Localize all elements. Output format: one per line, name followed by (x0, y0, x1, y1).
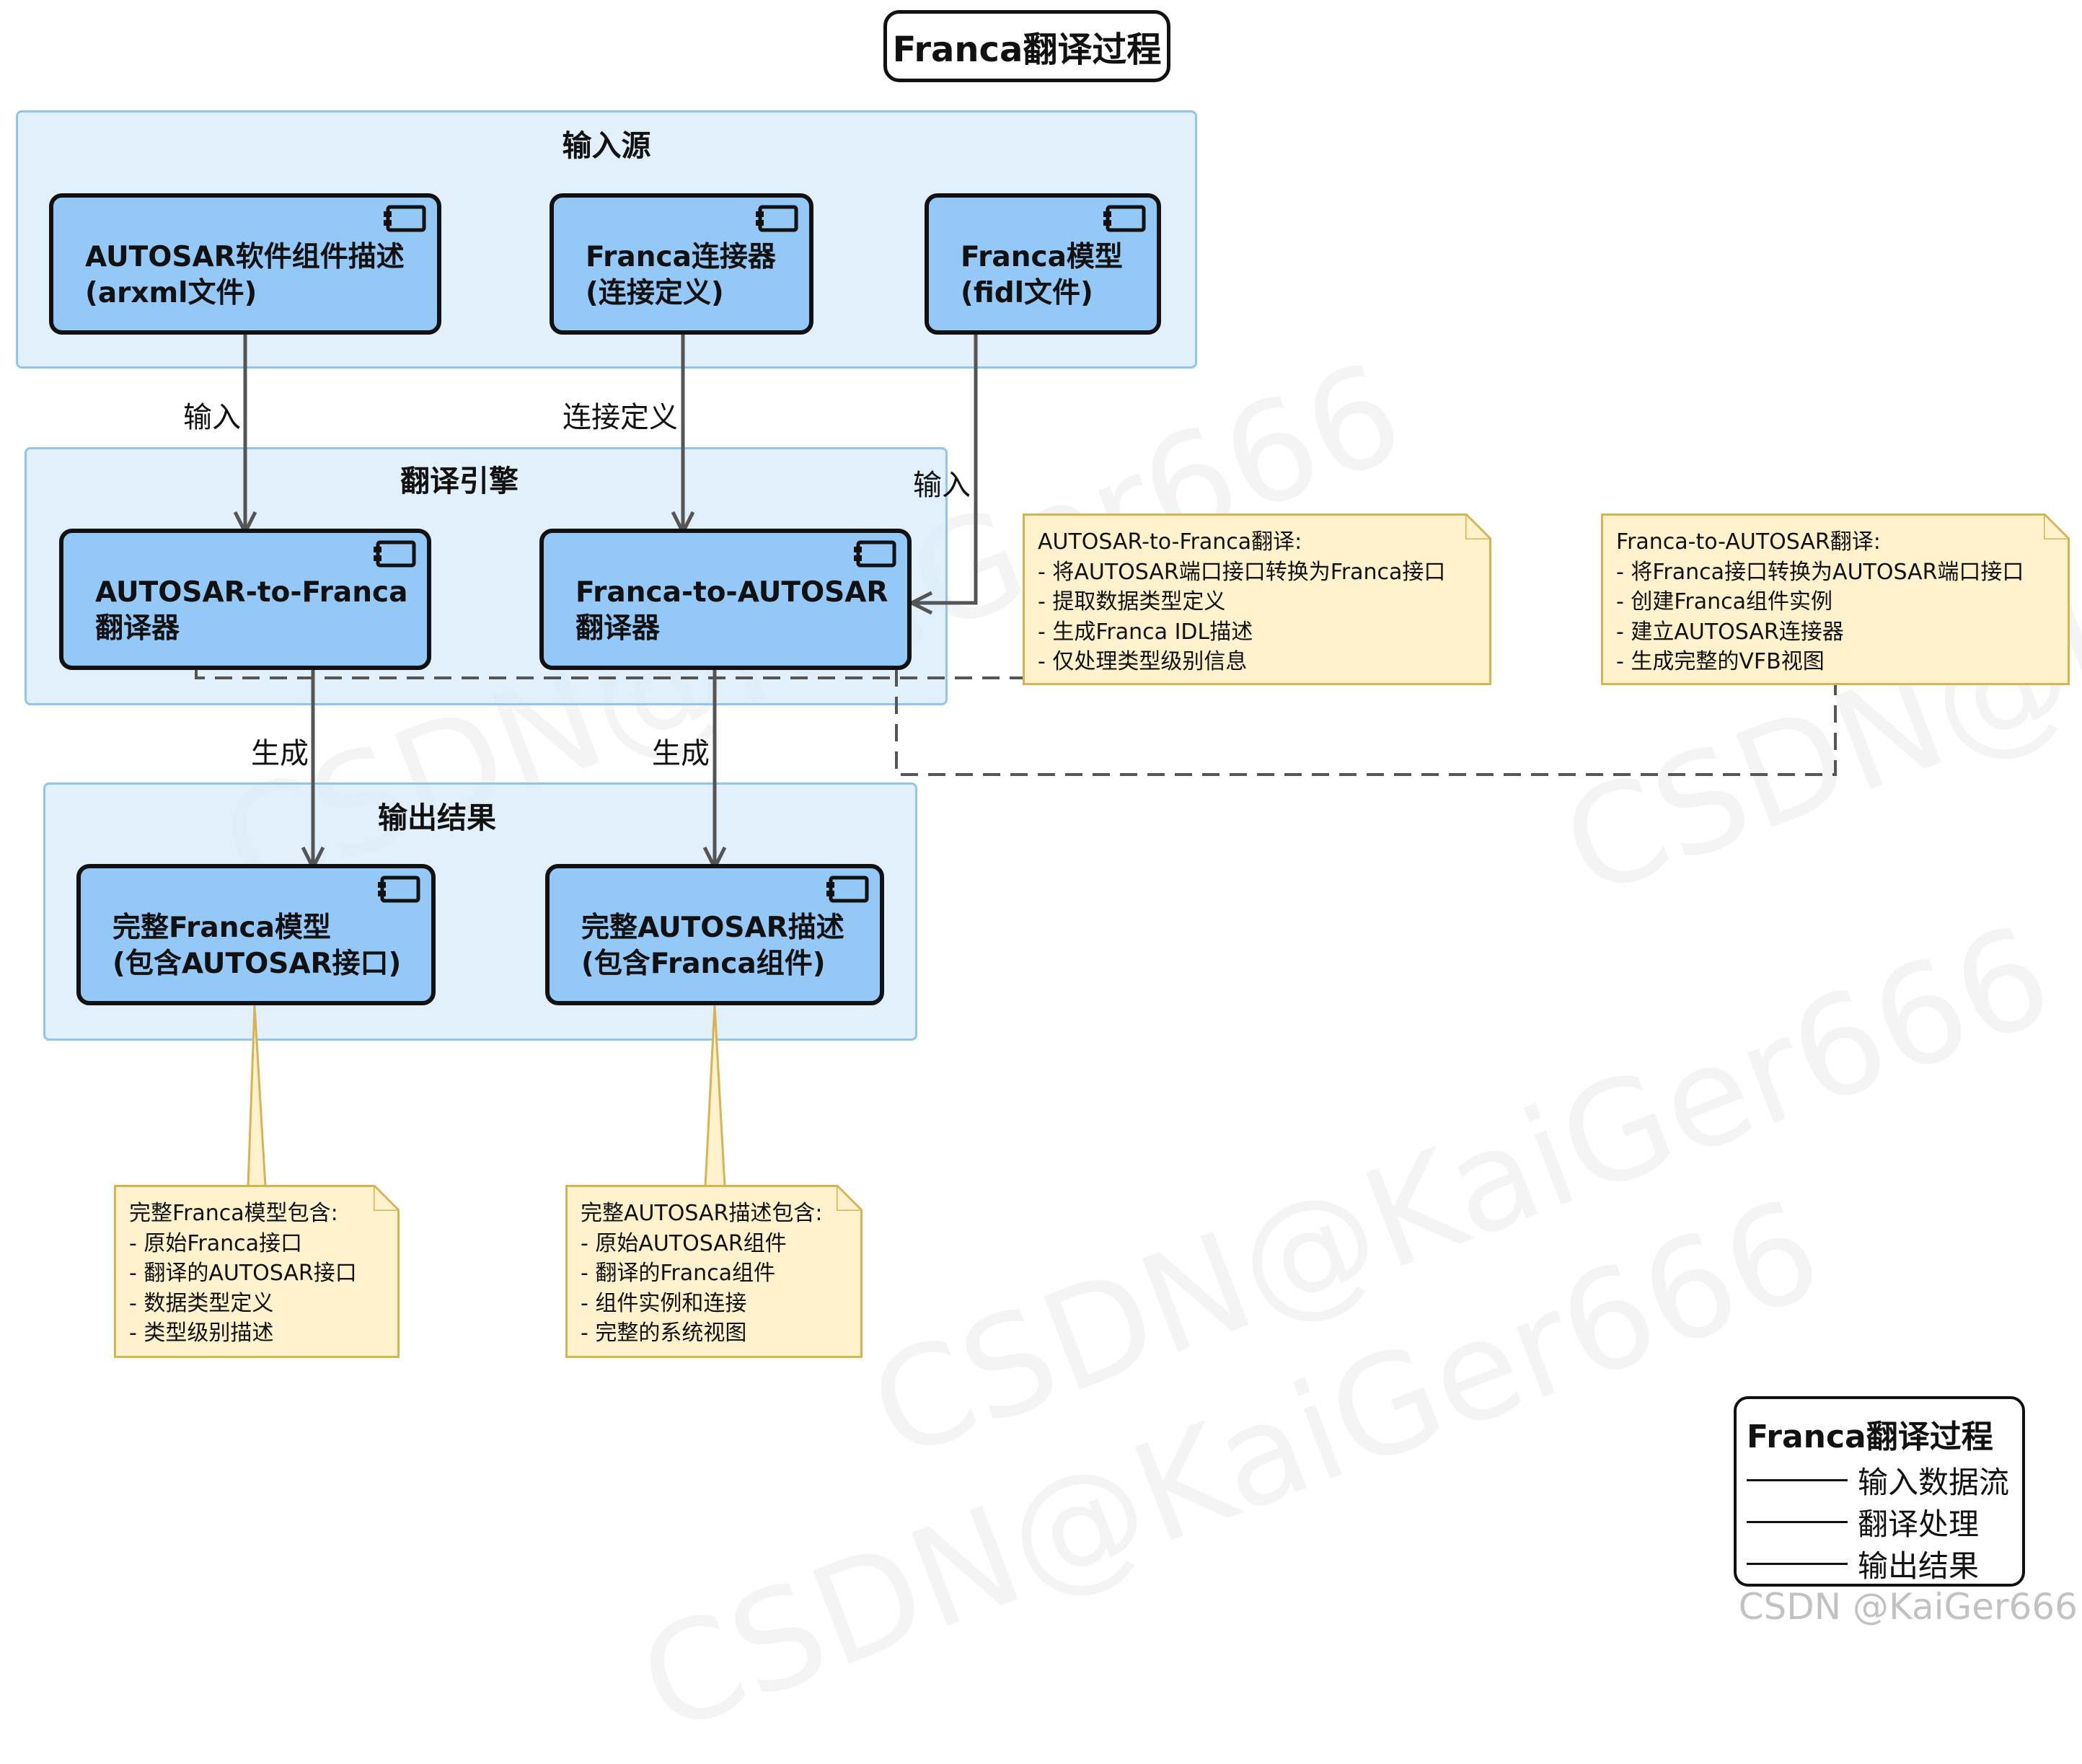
package-input-title: 输入源 (562, 128, 651, 163)
note-fold-icon (2044, 513, 2070, 539)
edge-label-fidl-to-f2a: 输入 (913, 469, 971, 502)
note-line: - 生成Franca IDL描述 (1038, 619, 1253, 645)
component-f2a-line1: Franca-to-AUTOSAR (575, 576, 888, 609)
note-line: - 创建Franca组件实例 (1616, 589, 1833, 614)
footer-watermark: CSDN @KaiGer666 (1738, 1586, 2078, 1628)
component-a2f-line2: 翻译器 (95, 612, 180, 645)
edge-label-a2f-to-out: 生成 (251, 737, 309, 770)
component-arxml-line1: AUTOSAR软件组件描述 (85, 241, 405, 273)
note-fold-icon (837, 1185, 863, 1211)
legend-item-label: 输出结果 (1858, 1548, 1980, 1584)
component-full-franca-line1: 完整Franca模型 (113, 912, 331, 944)
note-line: - 提取数据类型定义 (1038, 589, 1226, 614)
note-link-a2f (195, 669, 1023, 679)
note-tail-full-franca (247, 1005, 267, 1188)
note-f2a: Franca-to-AUTOSAR翻译: - 将Franca接口转换为AUTOS… (1601, 513, 2070, 685)
component-f2a-translator[interactable]: Franca-to-AUTOSAR 翻译器 (539, 529, 912, 670)
package-engine-title: 翻译引擎 (400, 464, 519, 498)
component-f2a-line2: 翻译器 (575, 612, 661, 645)
component-connector-line2: (连接定义) (586, 277, 724, 309)
note-line: Franca-to-AUTOSAR翻译: (1616, 529, 1881, 555)
note-a2f: AUTOSAR-to-Franca翻译: - 将AUTOSAR端口接口转换为Fr… (1023, 513, 1491, 685)
connector-layer (195, 333, 1837, 1188)
component-arxml-label: AUTOSAR软件组件描述 (arxml文件) (85, 239, 405, 312)
component-full-autosar-line1: 完整AUTOSAR描述 (581, 912, 844, 944)
diagram-title-text: Franca翻译过程 (892, 30, 1162, 70)
legend-item-label: 翻译处理 (1858, 1507, 1980, 1542)
legend-line (1747, 1521, 1848, 1523)
note-line: - 原始AUTOSAR组件 (581, 1230, 787, 1256)
note-line: - 数据类型定义 (129, 1290, 274, 1316)
note-line: - 建立AUTOSAR连接器 (1616, 619, 1844, 645)
component-full-franca-line2: (包含AUTOSAR接口) (113, 948, 402, 980)
component-fidl-line1: Franca模型 (961, 241, 1123, 273)
component-icon (1103, 205, 1146, 232)
component-connector-label: Franca连接器 (连接定义) (586, 239, 776, 312)
component-arxml-line2: (arxml文件) (85, 277, 257, 309)
note-line: AUTOSAR-to-Franca翻译: (1038, 529, 1302, 555)
component-full-franca-label: 完整Franca模型 (包含AUTOSAR接口) (113, 910, 401, 982)
note-a2f-text: AUTOSAR-to-Franca翻译: - 将AUTOSAR端口接口转换为Fr… (1038, 527, 1445, 677)
note-line: 完整AUTOSAR描述包含: (581, 1201, 823, 1226)
component-icon (826, 876, 869, 903)
note-full-autosar-text: 完整AUTOSAR描述包含: - 原始AUTOSAR组件 - 翻译的Franca… (581, 1199, 823, 1349)
legend-item: 翻译处理 (1747, 1500, 1979, 1544)
note-line: - 将Franca接口转换为AUTOSAR端口接口 (1616, 559, 2024, 585)
legend-item-label: 输入数据流 (1858, 1465, 2010, 1500)
component-a2f-translator[interactable]: AUTOSAR-to-Franca 翻译器 (59, 529, 431, 670)
note-line: 完整Franca模型包含: (129, 1201, 338, 1226)
component-fidl-label: Franca模型 (fidl文件) (961, 239, 1123, 312)
component-f2a-label: Franca-to-AUTOSAR 翻译器 (575, 575, 888, 647)
component-arxml[interactable]: AUTOSAR软件组件描述 (arxml文件) (49, 193, 441, 335)
component-full-autosar-label: 完整AUTOSAR描述 (包含Franca组件) (581, 910, 844, 982)
edge-label-f2a-to-out: 生成 (652, 737, 710, 770)
legend-line (1747, 1479, 1848, 1481)
edge-fidl-to-f2a (912, 333, 978, 603)
component-icon (374, 540, 416, 568)
component-connector-line1: Franca连接器 (586, 241, 776, 273)
component-fidl-line2: (fidl文件) (961, 277, 1093, 309)
component-icon (378, 876, 420, 903)
note-line: - 仅处理类型级别信息 (1038, 649, 1248, 674)
edge-label-arxml-to-a2f: 输入 (183, 401, 241, 434)
note-fold-icon (374, 1185, 400, 1211)
component-full-autosar[interactable]: 完整AUTOSAR描述 (包含Franca组件) (545, 864, 884, 1005)
edge-label-connector-to-f2a: 连接定义 (563, 401, 678, 434)
legend-title: Franca翻译过程 (1747, 1419, 1993, 1455)
note-line: - 生成完整的VFB视图 (1616, 649, 1825, 674)
note-full-franca: 完整Franca模型包含: - 原始Franca接口 - 翻译的AUTOSAR接… (114, 1185, 400, 1358)
note-f2a-text: Franca-to-AUTOSAR翻译: - 将Franca接口转换为AUTOS… (1616, 527, 2024, 677)
component-icon (756, 205, 798, 232)
note-line: - 将AUTOSAR端口接口转换为Franca接口 (1038, 559, 1446, 585)
package-output-title: 输出结果 (378, 801, 496, 835)
component-icon (854, 540, 896, 568)
component-connector[interactable]: Franca连接器 (连接定义) (550, 193, 813, 335)
note-line: - 原始Franca接口 (129, 1230, 303, 1256)
component-full-autosar-line2: (包含Franca组件) (581, 948, 826, 980)
legend-item: 输入数据流 (1747, 1458, 2009, 1502)
component-full-franca[interactable]: 完整Franca模型 (包含AUTOSAR接口) (76, 864, 436, 1005)
note-line: - 翻译的Franca组件 (581, 1261, 776, 1286)
legend-line (1747, 1563, 1848, 1565)
note-line: - 类型级别描述 (129, 1320, 274, 1346)
note-full-autosar: 完整AUTOSAR描述包含: - 原始AUTOSAR组件 - 翻译的Franca… (565, 1185, 863, 1358)
component-icon (384, 205, 426, 232)
diagram-title: Franca翻译过程 (883, 10, 1170, 82)
note-line: - 完整的系统视图 (581, 1320, 747, 1346)
legend: Franca翻译过程 输入数据流 翻译处理 输出结果 (1734, 1396, 2025, 1587)
component-a2f-label: AUTOSAR-to-Franca 翻译器 (95, 575, 407, 647)
note-fold-icon (1465, 513, 1491, 539)
note-full-franca-text: 完整Franca模型包含: - 原始Franca接口 - 翻译的AUTOSAR接… (129, 1199, 357, 1349)
legend-item: 输出结果 (1747, 1542, 1979, 1586)
note-line: - 组件实例和连接 (581, 1290, 747, 1316)
component-fidl[interactable]: Franca模型 (fidl文件) (925, 193, 1161, 335)
note-tail-full-autosar (704, 1005, 726, 1188)
component-a2f-line1: AUTOSAR-to-Franca (95, 576, 408, 609)
note-line: - 翻译的AUTOSAR接口 (129, 1261, 357, 1286)
